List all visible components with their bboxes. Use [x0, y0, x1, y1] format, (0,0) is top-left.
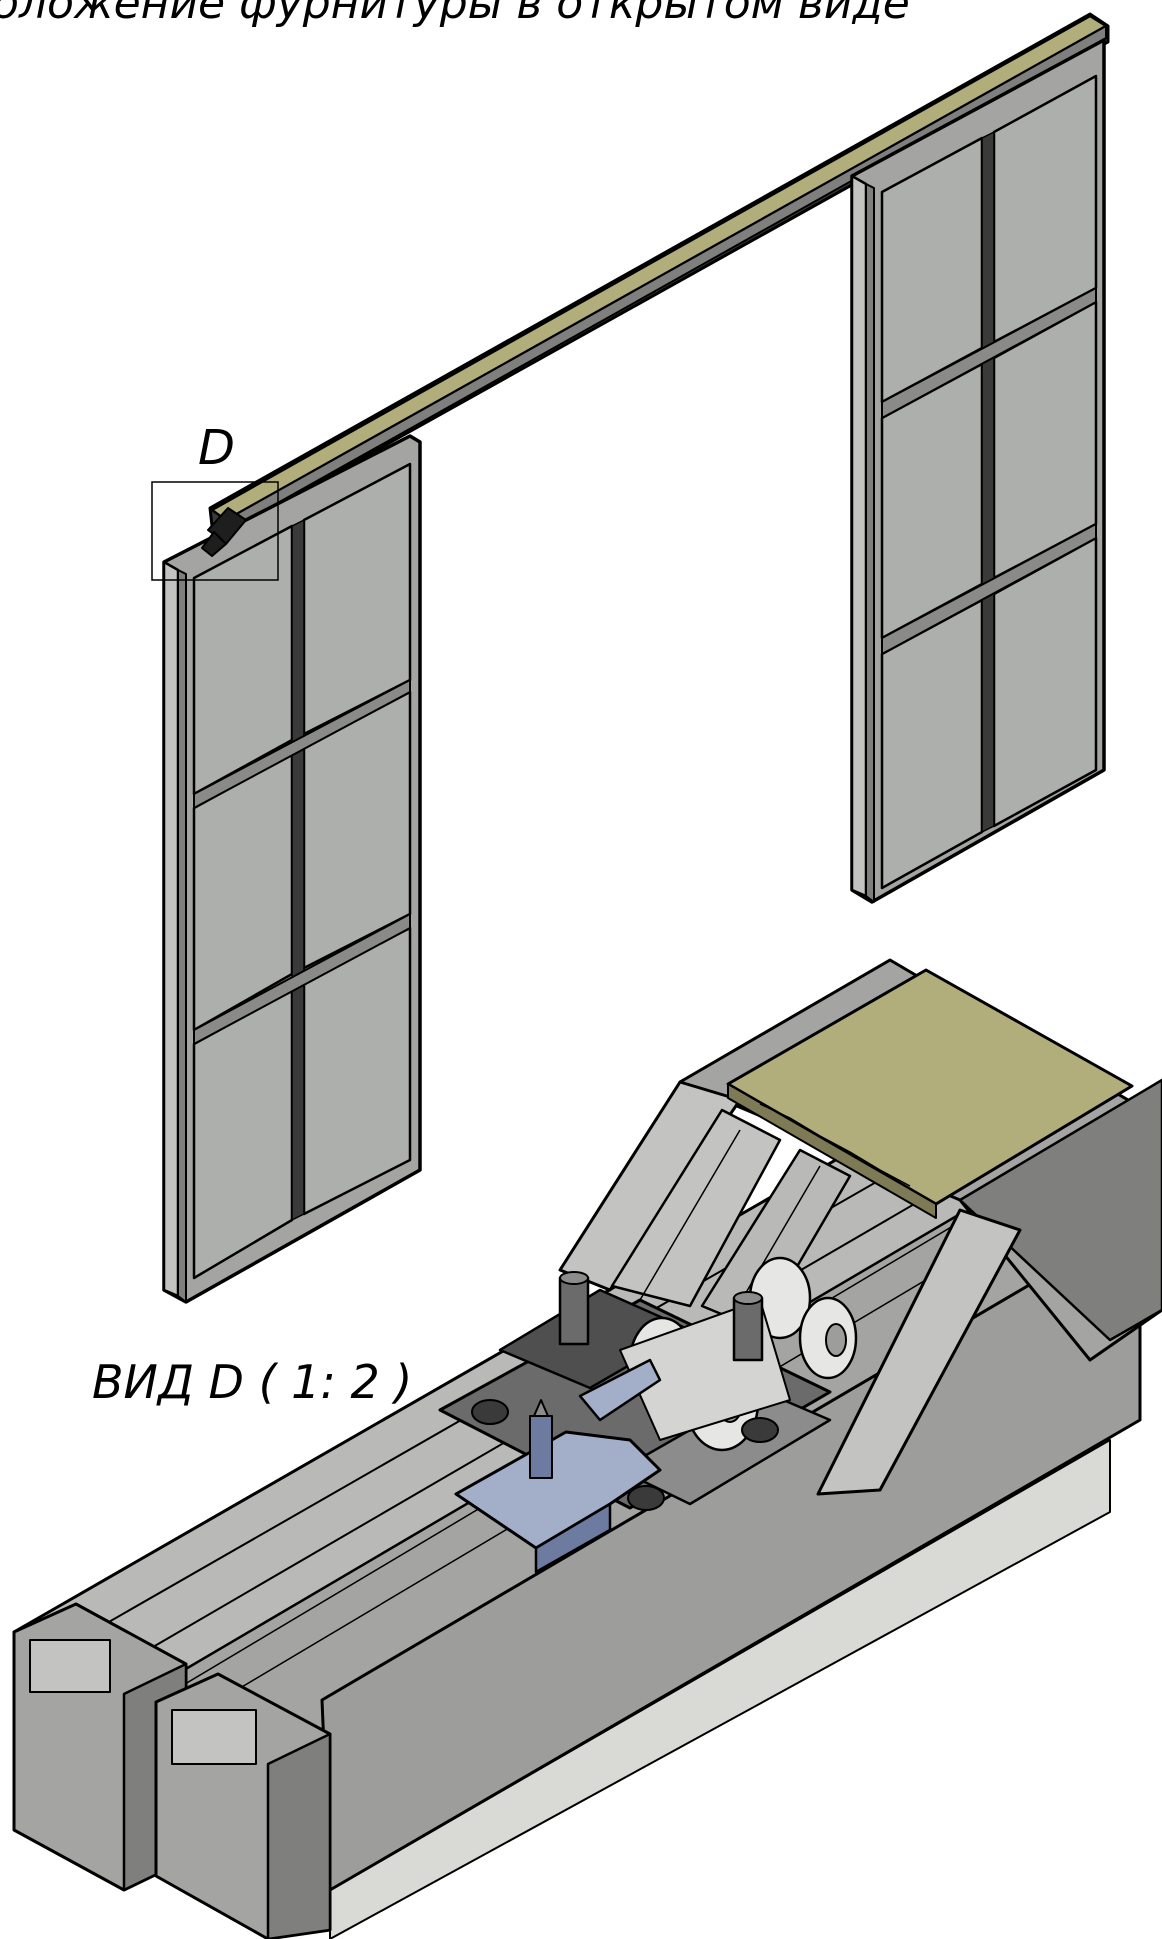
left-door-panel: [162, 434, 422, 1304]
threaded-studs: [558, 1271, 764, 1362]
detail-d-callout: D: [151, 420, 279, 581]
detail-view-d: ВИД D ( 1: 2 ): [12, 958, 1162, 1939]
drawing-title: оложение фурнитуры в открытом виде: [0, 0, 910, 29]
blue-bracket: [454, 1358, 662, 1574]
profile-end-sections: [12, 1602, 332, 1939]
top-panel: [726, 968, 1134, 1219]
hex-nuts: [471, 1399, 779, 1511]
overhead-rail: [208, 12, 1110, 536]
right-door-panel: [850, 38, 1106, 904]
detail-marker-label: D: [198, 420, 235, 476]
detail-view-label: ВИД D ( 1: 2 ): [92, 1355, 412, 1409]
